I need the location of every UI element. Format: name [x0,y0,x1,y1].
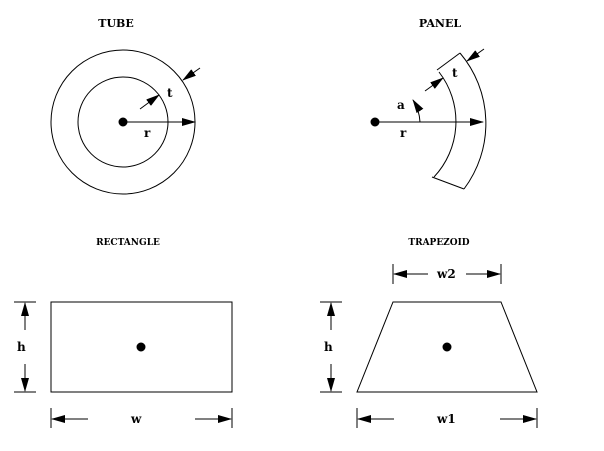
tube-thickness-outer-arrow [182,67,201,81]
panel-thickness-outer-arrow [466,48,485,62]
label-rect-h: h [17,340,26,354]
label-tube-r: r [144,126,151,140]
trapezoid-shape [356,301,538,393]
trapezoid-figure [320,264,538,428]
panel-outer-arc [459,52,487,190]
panel-bottom-edge [431,176,465,190]
label-rect-w: w [130,412,142,426]
label-tube-t: t [167,86,173,100]
title-rectangle: RECTANGLE [96,238,160,248]
panel-figure [370,48,487,190]
title-trapezoid: TRAPEZOID [408,238,469,248]
label-trap-w2: w2 [436,267,456,281]
panel-thickness-inner-arrow [424,77,444,92]
panel-angle-arc [412,99,424,123]
tube-figure [50,49,201,195]
label-panel-t: t [452,66,458,80]
panel-top-edge [436,52,461,71]
rectangle-center-dot [136,342,146,352]
label-trap-w1: w1 [436,412,456,426]
rectangle-shape [50,301,233,393]
tube-thickness-inner-arrow [139,94,160,110]
rectangle-figure [14,301,233,428]
label-trap-h: h [324,340,333,354]
label-panel-r: r [400,126,407,140]
panel-inner-arc [433,71,457,178]
title-panel: PANEL [419,17,461,30]
title-tube: TUBE [98,17,133,30]
label-panel-a: a [397,98,405,112]
trapezoid-center-dot [442,342,452,352]
